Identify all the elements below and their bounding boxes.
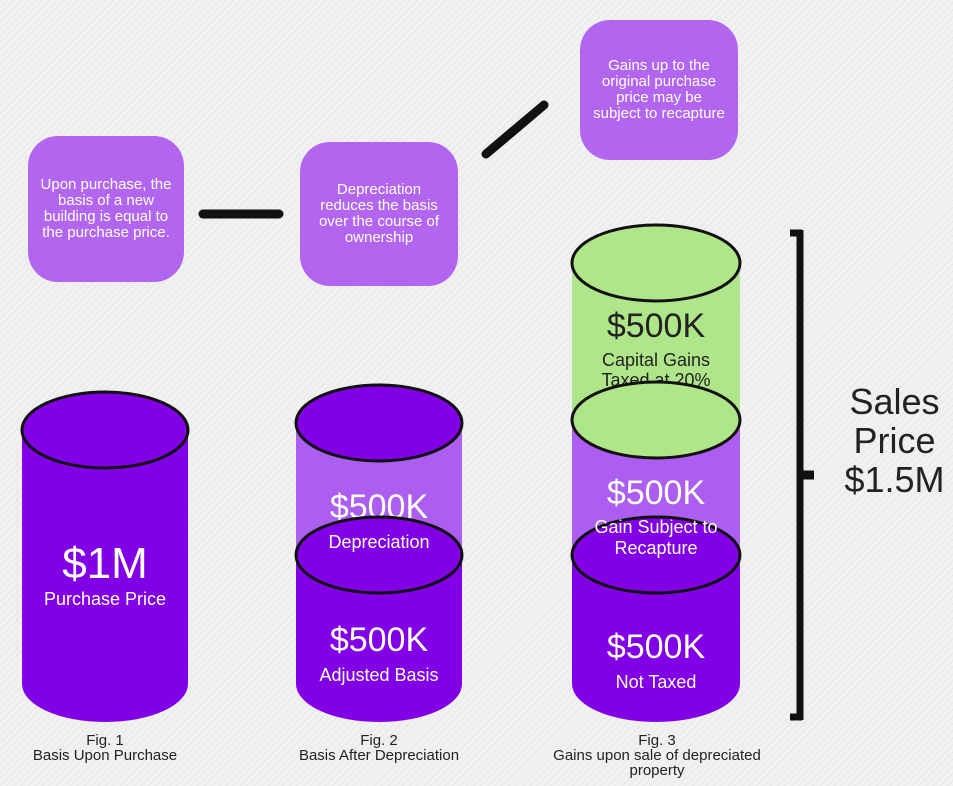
bubble-upon-purchase: Upon purchase, the basis of a new buildi… xyxy=(28,136,184,282)
fig3-bottom-label: Not Taxed xyxy=(616,672,697,692)
bubble-gains: Gains up to the original purchase price … xyxy=(580,20,738,160)
bubble-upon-purchase-text: Upon purchase, the basis of a new buildi… xyxy=(40,176,172,241)
fig2-bottom-value: $500K xyxy=(330,621,429,659)
fig3-mid-value: $500K xyxy=(607,474,706,512)
fig1-caption-text: Basis Upon Purchase xyxy=(32,747,178,764)
bubble-gains-text: Gains up to the original purchase price … xyxy=(593,57,725,122)
sales-price-bracket xyxy=(790,229,814,721)
bubble-depreciation-text: Depreciation reduces the basis over the … xyxy=(318,181,440,246)
sales-price-label: Sales Price $1.5M xyxy=(836,382,953,499)
fig2-divider-ellipse xyxy=(294,515,464,595)
fig2-bottom-segment xyxy=(296,555,462,722)
sales-price-line-3: $1.5M xyxy=(844,459,945,500)
fig3-caption-text-1: Gains upon sale of depreciated xyxy=(553,747,761,764)
fig3-mid-label-2: Recapture xyxy=(614,538,697,558)
fig3-top-label-1: Capital Gains xyxy=(602,350,710,370)
fig2-top-label: Depreciation xyxy=(328,532,429,552)
fig2-caption-text: Basis After Depreciation xyxy=(298,747,460,764)
fig3-bottom-value: $500K xyxy=(607,628,706,666)
fig3-cylinder-top xyxy=(570,223,742,303)
fig1-cylinder-top xyxy=(20,390,190,470)
fig2-cylinder: $500K Depreciation $500K Adjusted Basis xyxy=(294,383,464,722)
fig3-caption-number: Fig. 3 xyxy=(638,732,676,749)
fig3-top-segment xyxy=(572,263,740,420)
sales-price-line-2: Price xyxy=(853,420,936,461)
fig3-divider-ellipse-1 xyxy=(570,380,742,460)
fig1-cylinder-body xyxy=(22,430,188,722)
fig1-caption-number: Fig. 1 xyxy=(86,732,124,749)
fig3-bottom-segment xyxy=(572,555,740,722)
fig2-cylinder-top xyxy=(294,383,464,463)
fig3-cylinder: $500K Capital Gains Taxed at 20% $500K G… xyxy=(570,223,742,722)
fig3-caption-text-2: property xyxy=(629,762,685,779)
fig2-caption-number: Fig. 2 xyxy=(360,732,398,749)
fig1-value: $1M xyxy=(62,539,148,588)
sales-price-line-1: Sales xyxy=(849,381,940,422)
bubble-depreciation: Depreciation reduces the basis over the … xyxy=(300,142,458,286)
fig3-caption: Fig. 3 Gains upon sale of depreciated pr… xyxy=(526,733,788,778)
fig3-top-value: $500K xyxy=(607,307,706,345)
fig3-mid-label-1: Gain Subject to xyxy=(594,517,717,537)
fig1-caption: Fig. 1 Basis Upon Purchase xyxy=(5,733,205,763)
fig1-cylinder: $1M Purchase Price xyxy=(20,390,190,722)
fig2-caption: Fig. 2 Basis After Depreciation xyxy=(269,733,489,763)
fig2-bottom-label: Adjusted Basis xyxy=(319,665,438,685)
fig1-label: Purchase Price xyxy=(44,589,166,609)
connector-line-2 xyxy=(481,100,549,159)
fig3-divider-ellipse-2 xyxy=(570,515,742,595)
